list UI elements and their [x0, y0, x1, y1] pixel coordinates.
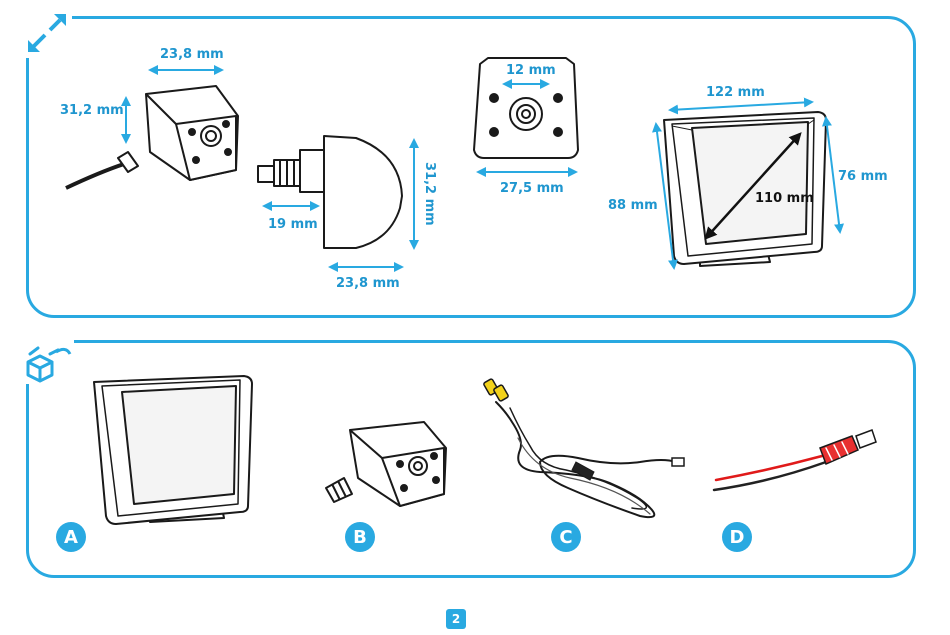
monitor-dimension-drawing	[664, 112, 826, 266]
item-a-monitor-drawing	[94, 376, 252, 524]
dim-front-width: 27,5 mm	[500, 182, 564, 195]
item-b-camera-drawing	[326, 422, 446, 506]
camera-perspective-drawing	[66, 86, 238, 188]
resize-arrows-icon	[20, 8, 72, 58]
dim-monitor-diagonal: 110 mm	[755, 192, 814, 205]
page-number: 2	[446, 609, 466, 629]
item-c-cable-drawing	[483, 378, 684, 517]
dim-side-width: 23,8 mm	[336, 277, 400, 290]
dim-lens-width: 12 mm	[506, 64, 556, 77]
item-d-power-cable-drawing	[714, 430, 876, 490]
dim-side-depth: 19 mm	[268, 218, 318, 231]
box-icon	[18, 338, 74, 384]
item-letter-d: D	[722, 522, 752, 552]
item-letter-a: A	[56, 522, 86, 552]
dim-monitor-height-inner: 76 mm	[838, 170, 888, 183]
dim-camera-width: 23,8 mm	[160, 48, 224, 61]
dim-monitor-width: 122 mm	[706, 86, 765, 99]
item-letter-b: B	[345, 522, 375, 552]
item-letter-c: C	[551, 522, 581, 552]
dim-camera-height: 31,2 mm	[60, 104, 124, 117]
dim-side-height: 31,2 mm	[423, 162, 436, 226]
dim-monitor-height-outer: 88 mm	[608, 199, 658, 212]
